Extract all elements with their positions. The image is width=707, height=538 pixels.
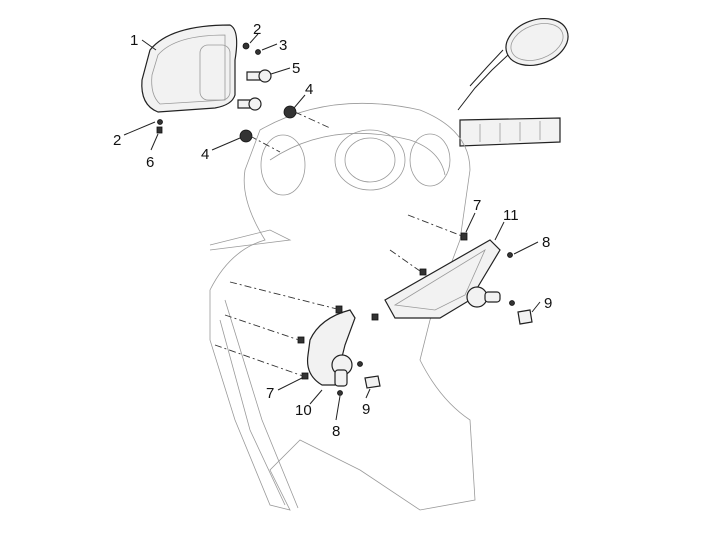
callout-4: 4 xyxy=(305,81,314,98)
callout-2: 2 xyxy=(113,132,122,149)
mirror-icon xyxy=(457,18,569,111)
right-turn-signal xyxy=(384,239,533,325)
callout-8: 8 xyxy=(542,234,551,251)
callout-8: 8 xyxy=(332,423,341,440)
front-shield xyxy=(209,102,476,511)
callout-1: 1 xyxy=(130,32,139,49)
callout-11: 11 xyxy=(503,207,519,224)
headlight-assembly xyxy=(141,24,238,113)
callout-3: 3 xyxy=(279,37,288,54)
callout-5: 5 xyxy=(292,60,301,77)
callout-2: 2 xyxy=(253,21,262,38)
callout-9: 9 xyxy=(544,295,553,312)
handlebar-grip xyxy=(459,117,561,147)
callout-9: 9 xyxy=(362,401,371,418)
callout-10: 10 xyxy=(295,402,312,419)
left-turn-signal xyxy=(306,309,381,389)
callout-4: 4 xyxy=(201,146,210,163)
callout-7: 7 xyxy=(266,385,275,402)
callout-6: 6 xyxy=(146,154,155,171)
callout-7: 7 xyxy=(473,197,482,214)
